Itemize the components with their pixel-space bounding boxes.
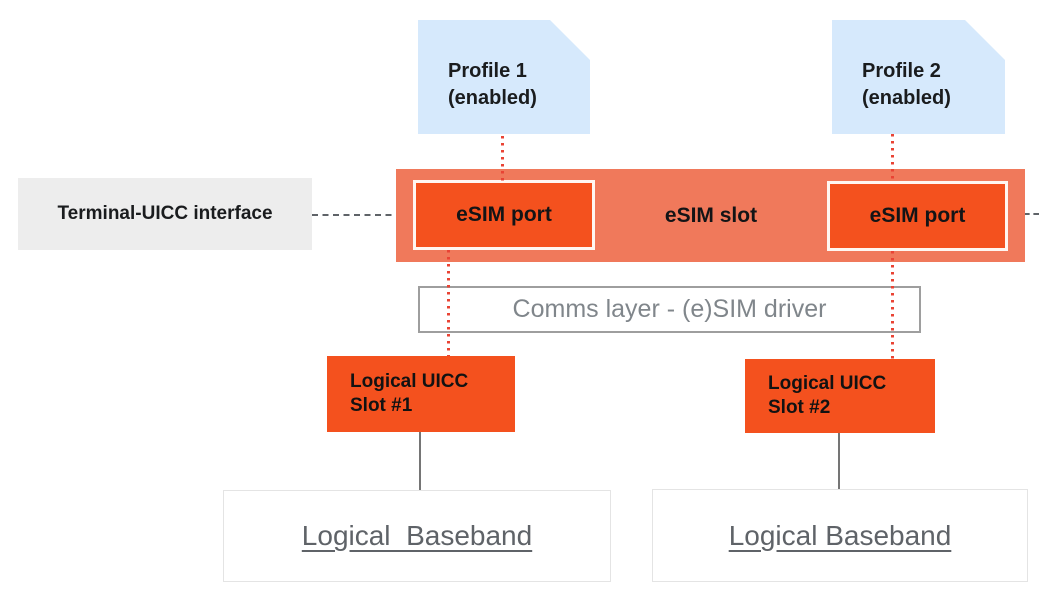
connector-uicc1-to-baseband1 [419, 432, 421, 490]
profile-2-card: Profile 2 (enabled) [832, 20, 1005, 134]
logical-uicc-slot-1-box: Logical UICC Slot #1 [327, 356, 515, 432]
esim-port-1: eSIM port [413, 180, 595, 250]
esim-port-2-label: eSIM port [869, 204, 966, 227]
profile-2-title: Profile 2 [862, 60, 941, 82]
profile-1-status: (enabled) [448, 87, 537, 109]
esim-port-2: eSIM port [827, 181, 1008, 251]
profile-2-status: (enabled) [862, 87, 951, 109]
esim-slot-label: eSIM slot [664, 203, 758, 227]
esim-port-1-label: eSIM port [456, 203, 552, 226]
profile-1-title: Profile 1 [448, 60, 527, 82]
dotted-connector-port1-to-uicc1 [447, 250, 450, 356]
logical-baseband-2-label: Logical Baseband [728, 519, 952, 551]
dotted-connector-profile2-to-port2 [891, 134, 894, 182]
profile-1-card: Profile 1 (enabled) [418, 20, 590, 134]
logical-uicc-slot-2-line2: Slot #2 [768, 397, 831, 418]
comms-layer-box: Comms layer - (e)SIM driver [418, 286, 921, 333]
terminal-uicc-interface-box: Terminal-UICC interface [18, 178, 312, 250]
dotted-connector-profile1-to-port1 [501, 136, 504, 181]
logical-baseband-1-box: Logical Baseband [223, 490, 611, 582]
dotted-connector-port2-to-uicc2 [891, 251, 894, 359]
connector-uicc2-to-baseband2 [838, 433, 840, 489]
terminal-uicc-interface-label: Terminal-UICC interface [57, 203, 273, 224]
logical-uicc-slot-2-line1: Logical UICC [768, 373, 887, 394]
dashed-connector-interface-to-slot [312, 214, 402, 216]
logical-uicc-slot-1-line2: Slot #1 [350, 395, 413, 416]
comms-layer-label: Comms layer - (e)SIM driver [512, 295, 827, 323]
logical-uicc-slot-1-line1: Logical UICC [350, 371, 469, 392]
dashed-connector-slot-right [1024, 213, 1039, 215]
logical-baseband-2-box: Logical Baseband [652, 489, 1028, 582]
logical-uicc-slot-2-box: Logical UICC Slot #2 [745, 359, 935, 433]
logical-baseband-1-label: Logical Baseband [301, 520, 533, 551]
